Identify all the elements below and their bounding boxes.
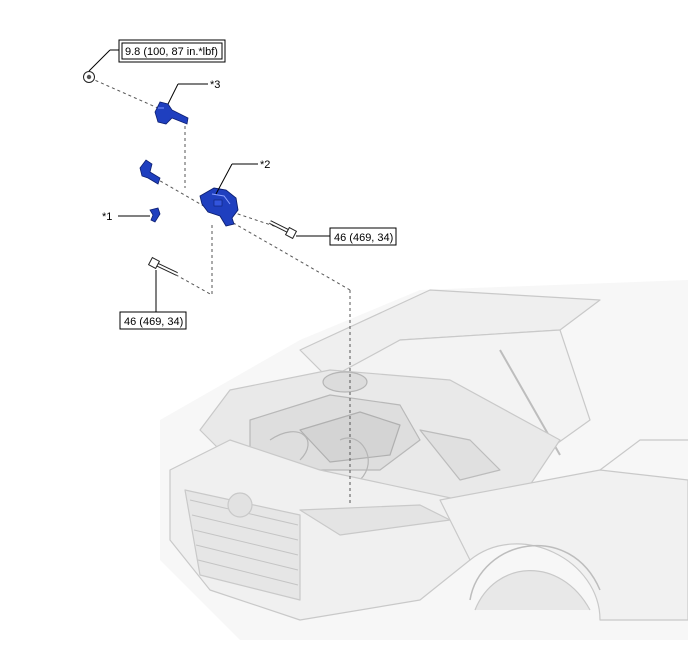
- torque-label-nut: 9.8 (100, 87 in.*lbf): [125, 46, 218, 58]
- bracket-part-3: [154, 101, 189, 125]
- torque-label-bolt-right: 46 (469, 34): [334, 232, 393, 244]
- callout-label-3: *3: [210, 79, 220, 91]
- torque-box-bolt-right: 46 (469, 34): [329, 227, 397, 246]
- callout-label-1: *1: [102, 211, 112, 223]
- nut-part: [83, 71, 95, 83]
- torque-label-bolt-left: 46 (469, 34): [124, 316, 183, 328]
- bolt-right-part: [269, 220, 298, 240]
- vehicle-illustration: [160, 280, 688, 640]
- clip-part-1: [149, 207, 161, 223]
- callout-leaders: [88, 49, 330, 312]
- callout-label-2: *2: [260, 159, 270, 171]
- connector-part: [139, 159, 161, 185]
- torque-box-nut: 9.8 (100, 87 in.*lbf): [118, 39, 226, 63]
- bolt-left-part: [147, 256, 178, 276]
- torque-box-bolt-left: 46 (469, 34): [119, 311, 187, 330]
- main-component-part-2: [199, 187, 239, 227]
